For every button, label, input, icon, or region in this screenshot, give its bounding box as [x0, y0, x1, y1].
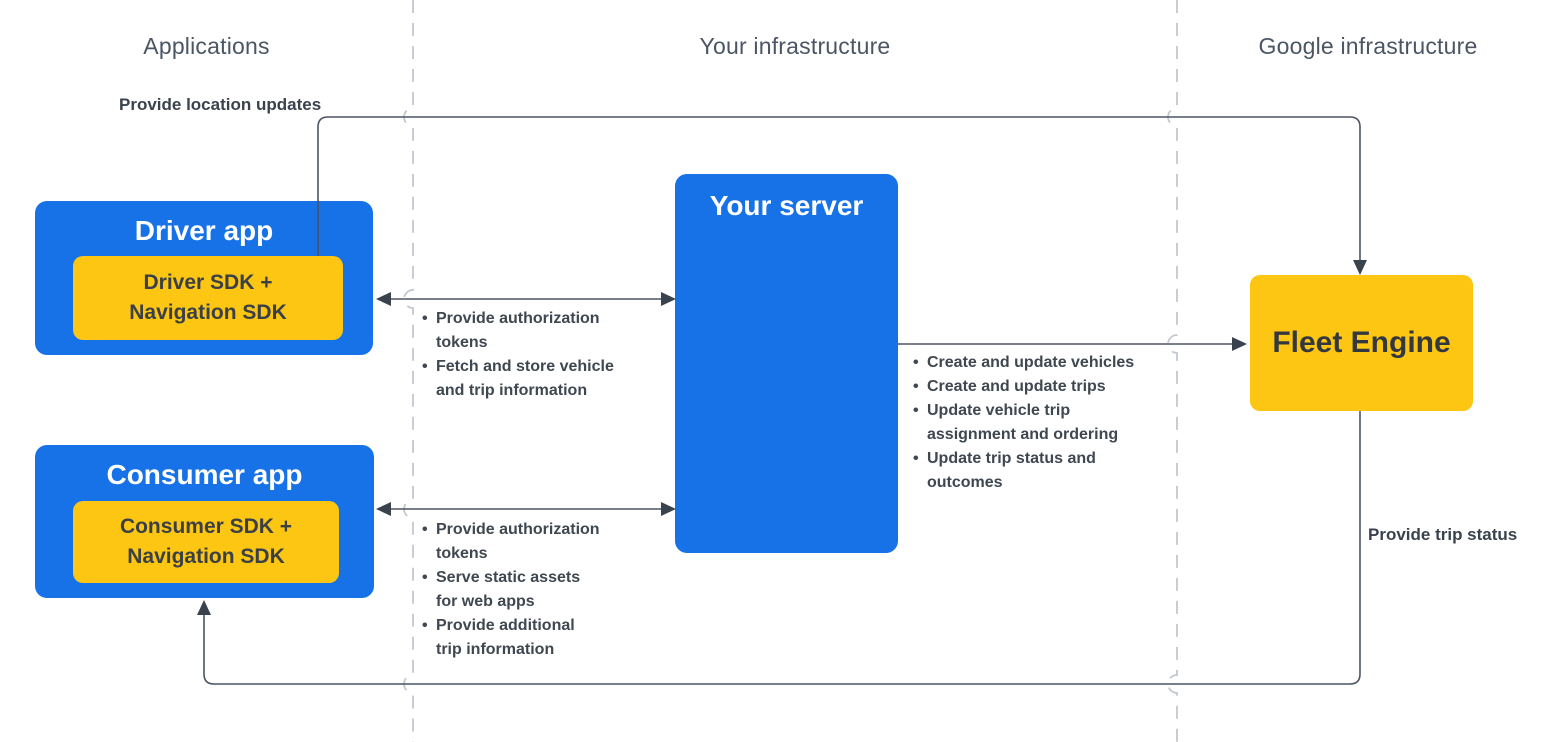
arrowhead-left-driver-app — [376, 292, 391, 306]
server-fleet-bullet-list: Create and update vehicles Create and up… — [912, 351, 1180, 495]
driver-server-bullet-list: Provide authorization tokens Fetch and s… — [421, 307, 653, 403]
consumer-app-node: Consumer app Consumer SDK + Navigation S… — [35, 445, 374, 598]
arrowhead-down-fleet-engine — [1353, 260, 1367, 275]
provide-location-updates-label: Provide location updates — [119, 95, 322, 114]
bullet-item: Update trip status and outcomes — [912, 447, 1180, 495]
arrowhead-right-your-server-top — [661, 292, 676, 306]
lane-header-your-infrastructure: Your infrastructure — [699, 33, 891, 59]
driver-app-title: Driver app — [134, 215, 274, 246]
bullet-item: Provide additional trip information — [421, 614, 653, 662]
lane-header-google-infrastructure: Google infrastructure — [1258, 33, 1478, 59]
consumer-server-bullet-list: Provide authorization tokens Serve stati… — [421, 518, 653, 662]
lane-header-applications: Applications — [143, 33, 270, 59]
bullet-item: Provide authorization tokens — [421, 307, 653, 355]
arrowhead-left-consumer-app — [376, 502, 391, 516]
your-server-title: Your server — [709, 190, 864, 221]
bullet-item: Serve static assets for web apps — [421, 566, 653, 614]
driver-sdk-box: Driver SDK + Navigation SDK — [73, 256, 343, 340]
bullet-item: Create and update vehicles — [912, 351, 1180, 375]
bullet-item: Provide authorization tokens — [421, 518, 653, 566]
bullet-item: Update vehicle trip assignment and order… — [912, 399, 1180, 447]
fleet-engine-node: Fleet Engine — [1250, 275, 1473, 411]
lane-divider-left — [403, 0, 414, 742]
bullet-item: Create and update trips — [912, 375, 1180, 399]
arrowhead-right-fleet-engine — [1232, 337, 1247, 351]
bullet-item: Fetch and store vehicle and trip informa… — [421, 355, 653, 403]
consumer-app-title: Consumer app — [106, 459, 303, 490]
arrowhead-up-consumer-app — [197, 600, 211, 615]
provide-trip-status-label: Provide trip status — [1368, 525, 1518, 544]
your-server-node: Your server — [675, 174, 898, 553]
arrowhead-right-your-server-bottom — [661, 502, 676, 516]
driver-app-node: Driver app Driver SDK + Navigation SDK — [35, 201, 373, 355]
consumer-sdk-box: Consumer SDK + Navigation SDK — [73, 501, 339, 583]
